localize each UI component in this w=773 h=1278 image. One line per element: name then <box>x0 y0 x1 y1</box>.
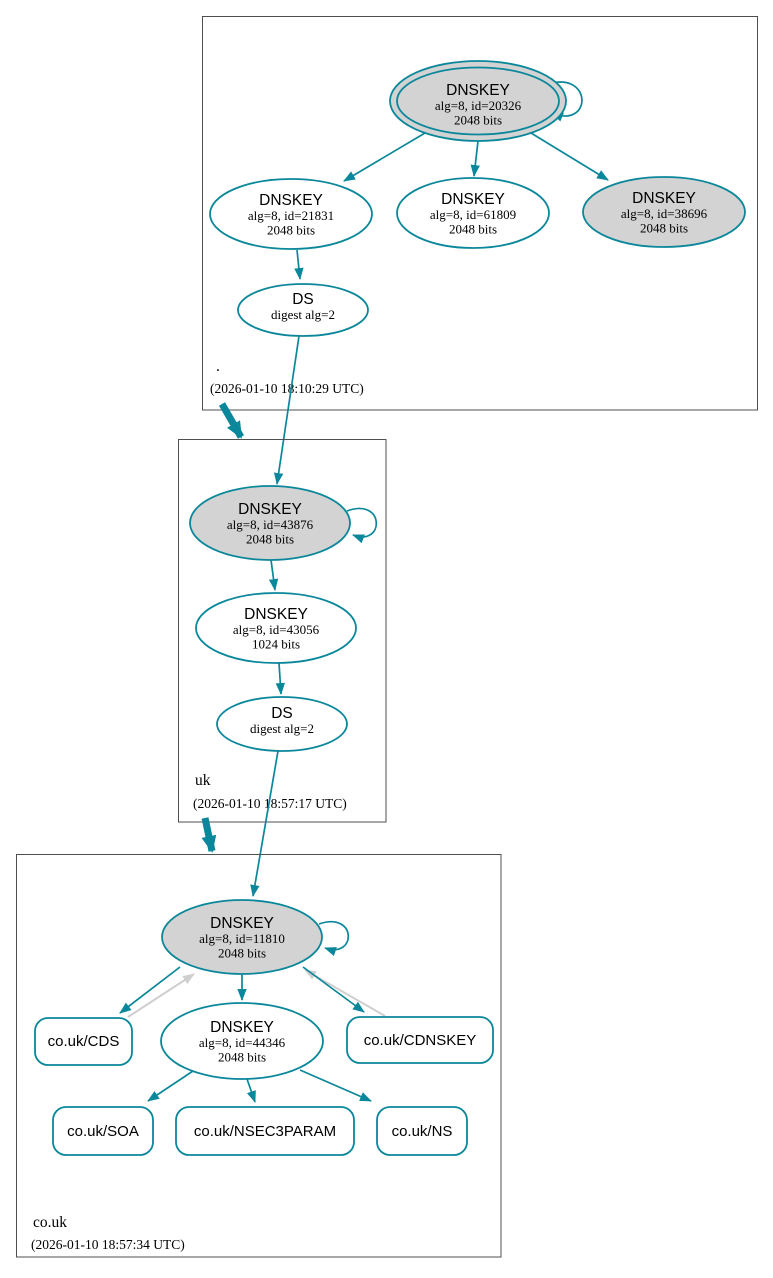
node-couk-zsk-44346: DNSKEY alg=8, id=44346 2048 bits <box>160 1002 324 1080</box>
node-couk-zsk-44346-title: DNSKEY <box>210 1019 274 1036</box>
zone-couk-border <box>16 854 502 1258</box>
node-rrset-soa-shape <box>52 1106 154 1156</box>
node-rrset-cdnskey-shape <box>346 1016 494 1064</box>
node-root-ksk-38696-shape <box>582 176 746 248</box>
node-rrset-soa-label: co.uk/SOA <box>67 1123 139 1140</box>
edge-cds-to-couk-ksk-gray <box>127 973 195 1018</box>
node-root-ksk-20326: DNSKEY alg=8, id=20326 2048 bits <box>389 60 567 142</box>
node-uk-zsk-43056-detail2: 1024 bits <box>252 637 300 652</box>
node-root-ksk-20326-detail2: 2048 bits <box>454 113 502 128</box>
edge-zsk-21831-to-ds <box>294 249 304 280</box>
node-couk-zsk-44346-shape <box>160 1002 324 1080</box>
node-root-zsk-61809-detail2: 2048 bits <box>449 222 497 237</box>
node-uk-ds: DS digest alg=2 <box>216 696 348 752</box>
node-rrset-cds-shape <box>34 1017 133 1066</box>
edge-root-ds-to-uk-ksk <box>273 335 300 485</box>
node-rrset-nsec3param: co.uk/NSEC3PARAM <box>175 1106 355 1156</box>
zone-arrow-uk-to-couk <box>201 817 217 853</box>
node-uk-ds-title: DS <box>271 705 293 722</box>
edge-root-ksk-to-zsk-21831 <box>343 132 426 182</box>
zone-uk: uk (2026-01-10 18:57:17 UTC) DNSKEY alg=… <box>178 439 387 823</box>
node-root-ksk-38696-title: DNSKEY <box>632 190 696 207</box>
node-root-zsk-21831: DNSKEY alg=8, id=21831 2048 bits <box>209 178 373 250</box>
node-root-ksk-20326-title: DNSKEY <box>446 82 510 99</box>
node-couk-ksk-11810-title: DNSKEY <box>210 915 274 932</box>
node-uk-ds-detail1: digest alg=2 <box>250 721 314 736</box>
node-root-zsk-21831-shape <box>209 178 373 250</box>
edge-couk-zsk-to-soa <box>147 1068 197 1102</box>
node-root-ds: DS digest alg=2 <box>237 283 369 337</box>
node-uk-ksk-43876-detail1: alg=8, id=43876 <box>227 517 314 532</box>
node-rrset-ns-label: co.uk/NS <box>392 1123 453 1140</box>
edge-couk-zsk-to-ns <box>299 1069 372 1102</box>
node-uk-zsk-43056: DNSKEY alg=8, id=43056 1024 bits <box>195 592 357 664</box>
node-rrset-cdnskey: co.uk/CDNSKEY <box>346 1016 494 1064</box>
node-couk-ksk-11810-detail1: alg=8, id=11810 <box>199 931 285 946</box>
edge-uk-ksk-to-zsk-43056 <box>268 559 279 591</box>
node-root-zsk-21831-detail1: alg=8, id=21831 <box>248 208 334 223</box>
edge-uk-ds-to-couk-ksk <box>250 750 279 897</box>
node-uk-ksk-43876-shape <box>189 485 351 561</box>
node-root-zsk-61809-detail1: alg=8, id=61809 <box>430 207 516 222</box>
zone-uk-border <box>178 439 387 823</box>
node-rrset-ns: co.uk/NS <box>376 1106 468 1156</box>
self-loop-uk-ksk-43876 <box>346 507 378 544</box>
node-root-ds-detail1: digest alg=2 <box>271 307 335 322</box>
node-couk-ksk-11810-detail2: 2048 bits <box>218 946 266 961</box>
node-root-ds-shape <box>237 283 369 337</box>
node-rrset-cdnskey-label: co.uk/CDNSKEY <box>364 1032 477 1049</box>
node-root-ksk-38696-detail2: 2048 bits <box>640 221 688 236</box>
node-couk-zsk-44346-detail2: 2048 bits <box>218 1050 266 1065</box>
zone-uk-name: uk <box>195 772 211 789</box>
zone-couk-name: co.uk <box>33 1214 67 1231</box>
node-rrset-nsec3param-shape <box>175 1106 355 1156</box>
node-rrset-cds: co.uk/CDS <box>34 1017 133 1066</box>
node-root-ksk-20326-inner <box>396 66 560 136</box>
node-rrset-ns-shape <box>376 1106 468 1156</box>
zone-root-timestamp: (2026-01-10 18:10:29 UTC) <box>210 381 364 396</box>
node-root-ksk-20326-detail1: alg=8, id=20326 <box>435 98 522 113</box>
node-root-zsk-61809-title: DNSKEY <box>441 191 505 208</box>
zone-root-name: . <box>216 358 220 375</box>
zone-root: . (2026-01-10 18:10:29 UTC) DNSKEY alg=8… <box>202 16 758 411</box>
edge-couk-zsk-to-nsec3param <box>246 1078 256 1103</box>
node-uk-ksk-43876-detail2: 2048 bits <box>246 532 294 547</box>
node-couk-zsk-44346-detail1: alg=8, id=44346 <box>199 1035 286 1050</box>
edge-couk-ksk-to-cdnskey <box>302 966 365 1013</box>
edge-root-ksk-to-zsk-61809 <box>470 140 480 177</box>
node-couk-ksk-11810: DNSKEY alg=8, id=11810 2048 bits <box>161 899 323 975</box>
node-uk-ksk-43876-title: DNSKEY <box>238 501 302 518</box>
node-rrset-nsec3param-label: co.uk/NSEC3PARAM <box>194 1123 336 1140</box>
node-root-ksk-38696-detail1: alg=8, id=38696 <box>621 206 708 221</box>
self-loop-root-ksk-20326 <box>544 81 583 122</box>
node-rrset-cds-label: co.uk/CDS <box>48 1033 120 1050</box>
edge-root-ksk-to-ksk-38696 <box>530 132 609 181</box>
zone-uk-timestamp: (2026-01-10 18:57:17 UTC) <box>193 796 347 811</box>
node-root-zsk-21831-title: DNSKEY <box>259 192 323 209</box>
zone-couk: co.uk (2026-01-10 18:57:34 UTC) DNSKEY a… <box>16 854 502 1258</box>
node-rrset-soa: co.uk/SOA <box>52 1106 154 1156</box>
node-root-ds-title: DS <box>292 291 314 308</box>
self-loop-couk-ksk-11810 <box>318 921 350 957</box>
zone-root-border <box>202 16 758 411</box>
node-uk-zsk-43056-shape <box>195 592 357 664</box>
node-root-ksk-20326-outer <box>389 60 567 142</box>
node-uk-zsk-43056-title: DNSKEY <box>244 606 308 623</box>
node-uk-ds-shape <box>216 696 348 752</box>
node-root-zsk-61809: DNSKEY alg=8, id=61809 2048 bits <box>396 177 550 249</box>
node-couk-ksk-11810-shape <box>161 899 323 975</box>
zone-arrow-root-to-uk <box>218 402 245 439</box>
zone-couk-timestamp: (2026-01-10 18:57:34 UTC) <box>31 1237 185 1252</box>
edge-couk-ksk-to-cds <box>119 966 181 1014</box>
node-uk-zsk-43056-detail1: alg=8, id=43056 <box>233 622 320 637</box>
node-root-ksk-38696: DNSKEY alg=8, id=38696 2048 bits <box>582 176 746 248</box>
node-uk-ksk-43876: DNSKEY alg=8, id=43876 2048 bits <box>189 485 351 561</box>
node-root-zsk-61809-shape <box>396 177 550 249</box>
edge-uk-zsk-to-ds <box>275 662 285 695</box>
node-root-zsk-21831-detail2: 2048 bits <box>267 223 315 238</box>
